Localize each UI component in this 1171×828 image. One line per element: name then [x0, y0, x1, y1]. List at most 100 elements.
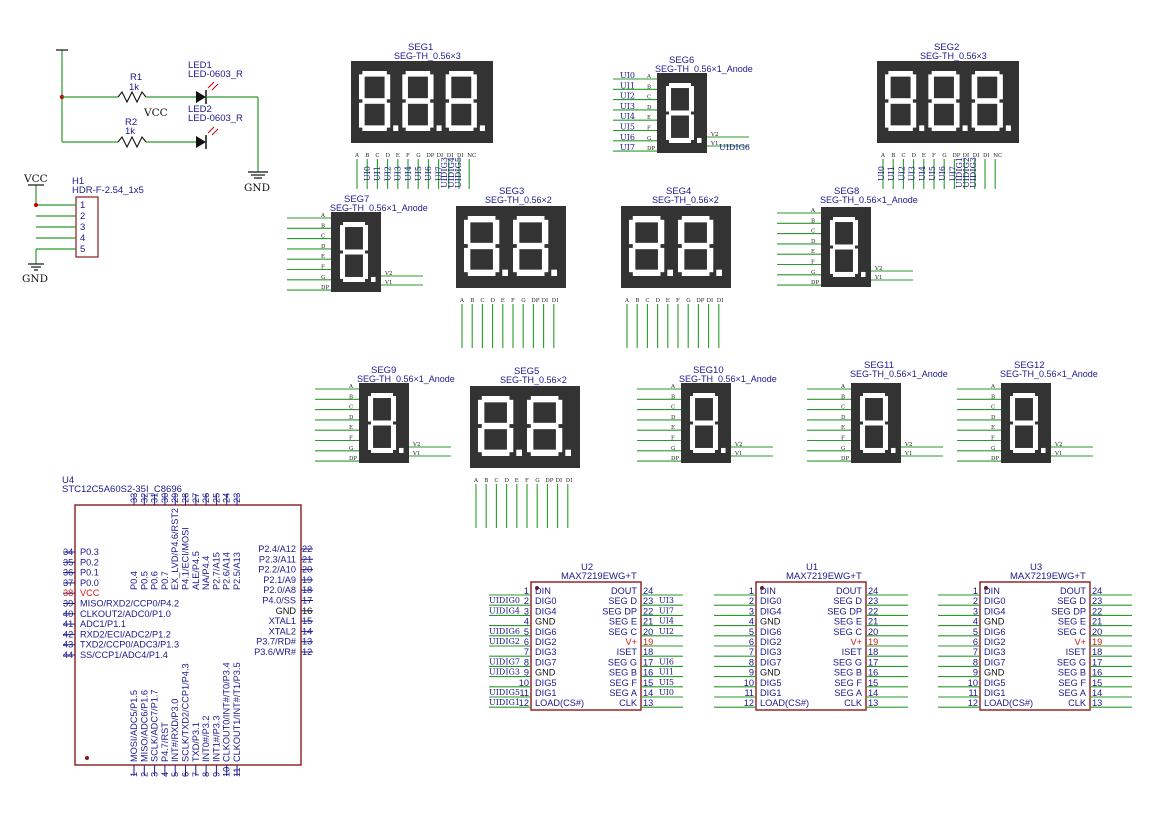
driver-pin-name: ISET	[617, 647, 638, 657]
segment	[467, 216, 496, 223]
segment	[368, 424, 374, 450]
pin-label: E	[349, 425, 353, 431]
driver-pin-name: ISET	[1066, 647, 1087, 657]
driver-pin-name: DOUT	[611, 586, 637, 596]
segment	[953, 102, 960, 128]
driver-pin-name: SEG DP	[602, 606, 637, 616]
segment	[678, 247, 685, 273]
net-label: UIDIG2	[489, 637, 520, 646]
driver-pin-name: DIG0	[760, 596, 781, 606]
pin-label: DP	[841, 456, 849, 462]
pin-label: B	[811, 218, 815, 224]
pin-label: DP	[811, 280, 819, 286]
driver-pin-name: SEG A	[834, 688, 862, 698]
mcu-pin-num: 36	[63, 568, 73, 578]
driver-pin-num: 9	[749, 668, 754, 678]
mcu-pin-name: P2.2/A10	[258, 565, 296, 575]
pin-label: NC	[993, 153, 1002, 159]
driver-pin-num: 3	[524, 606, 529, 616]
seg11-value: SEG-TH_0.56×1_Anode	[850, 369, 948, 379]
segment	[362, 71, 387, 77]
segment	[852, 248, 858, 274]
segment	[530, 396, 559, 403]
mcu-pin-num: 27	[191, 493, 201, 503]
decimal-point	[436, 125, 442, 131]
segment	[362, 125, 387, 131]
seg6-value: SEG-TH_0.56×1_Anode	[655, 64, 753, 74]
pin-label: DP	[696, 298, 704, 304]
segment	[632, 242, 661, 250]
mcu-pin-name: P0.4	[129, 571, 139, 590]
driver-pin-num: 10	[519, 678, 529, 688]
pin-label: V1	[384, 280, 392, 286]
segment	[541, 219, 549, 245]
driver-pin-num: 8	[973, 657, 978, 667]
net-label: UI0	[877, 166, 886, 181]
segment	[666, 86, 672, 112]
driver-pin-num: 17	[643, 657, 653, 667]
pin-label: D	[491, 298, 496, 304]
driver-pin-name: SEG F	[834, 678, 862, 688]
driver-pin-num: 19	[1092, 637, 1102, 647]
segment	[888, 98, 913, 104]
segment	[478, 399, 485, 425]
pin-label: A	[646, 74, 652, 80]
driver-pin-num: 8	[749, 657, 754, 667]
net-label: UIDIG6	[489, 627, 520, 636]
mcu-pin-num: 10	[222, 767, 232, 777]
seg5-value: SEG-TH_0.56×2	[500, 375, 567, 385]
driver-pin-num: 13	[1092, 698, 1102, 708]
segment	[712, 424, 718, 450]
pin-label: DP	[531, 298, 539, 304]
driver-pin-name: DIN	[535, 586, 551, 596]
driver-pin-name: DIG4	[535, 606, 556, 616]
segment	[693, 393, 715, 399]
net-label: UI5	[659, 678, 674, 687]
driver-pin-name: V+	[1075, 637, 1087, 647]
net-label: UI5	[620, 123, 635, 132]
segment	[368, 396, 374, 422]
pin-label: C	[841, 405, 845, 411]
decimal-point	[667, 269, 673, 276]
segment	[492, 219, 500, 245]
driver-pin-name: CLK	[1068, 698, 1087, 708]
mcu-pin-name: P0.3	[80, 547, 99, 557]
segment	[390, 424, 396, 450]
segment	[860, 396, 866, 422]
pin-label: V1	[734, 451, 742, 457]
h1-gnd-label: GND	[22, 273, 48, 285]
segment	[513, 219, 520, 245]
mcu-pin-name: GND	[276, 606, 297, 616]
led1-value: LED-0603_R	[188, 69, 243, 80]
seg8-value: SEG-TH_0.56×1_Anode	[820, 195, 918, 205]
driver-pin-name: DIG7	[535, 657, 556, 667]
pin-label: E	[647, 115, 651, 121]
mcu-pin-num: 20	[302, 565, 312, 575]
vcc-net-label: VCC	[143, 107, 168, 119]
net-label: UIDIG7	[489, 657, 520, 666]
pin-label: E	[501, 298, 505, 304]
driver-pin-name: SEG DP	[1051, 606, 1086, 616]
segment	[910, 74, 917, 100]
segment	[390, 396, 396, 422]
mcu-pin-num: 33	[129, 493, 139, 503]
segment	[706, 219, 714, 245]
segment	[1013, 393, 1035, 399]
mcu-pin-name: P3.7/RD#	[256, 637, 297, 647]
mcu-pin-name: INT1#/P3.3	[211, 716, 221, 762]
segment	[629, 247, 636, 273]
driver-pin-num: 19	[643, 637, 653, 647]
driver-pin-name: DIG1	[760, 688, 781, 698]
driver-pin-num: 11	[519, 688, 529, 698]
driver-pin-num: 22	[868, 606, 878, 616]
mcu-pin-name: P0.1	[80, 568, 99, 578]
driver-pin-num: 15	[643, 678, 653, 688]
pin-label: C	[901, 153, 905, 159]
pin-label: C	[480, 298, 484, 304]
mcu-pin-num: 35	[63, 557, 73, 567]
mcu-pin-num: 40	[63, 609, 73, 619]
